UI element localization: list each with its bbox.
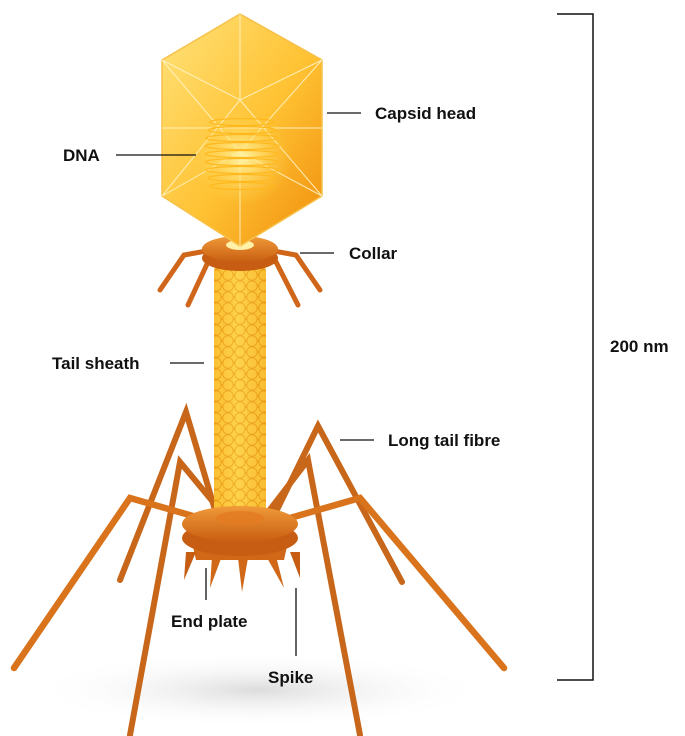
capsid-head	[162, 14, 322, 246]
ground-shadow	[28, 652, 488, 728]
capsid-head-label: Capsid head	[375, 104, 476, 123]
end-plate	[182, 506, 300, 592]
spike-label: Spike	[268, 668, 313, 687]
scale-bracket	[557, 14, 593, 680]
collar-label: Collar	[349, 244, 398, 263]
scale-label: 200 nm	[610, 337, 669, 356]
tail-sheath-label: Tail sheath	[52, 354, 140, 373]
long-tail-fibre-label: Long tail fibre	[388, 431, 500, 450]
dna-label: DNA	[63, 146, 100, 165]
tail-sheath	[214, 262, 266, 518]
end-plate-label: End plate	[171, 612, 248, 631]
